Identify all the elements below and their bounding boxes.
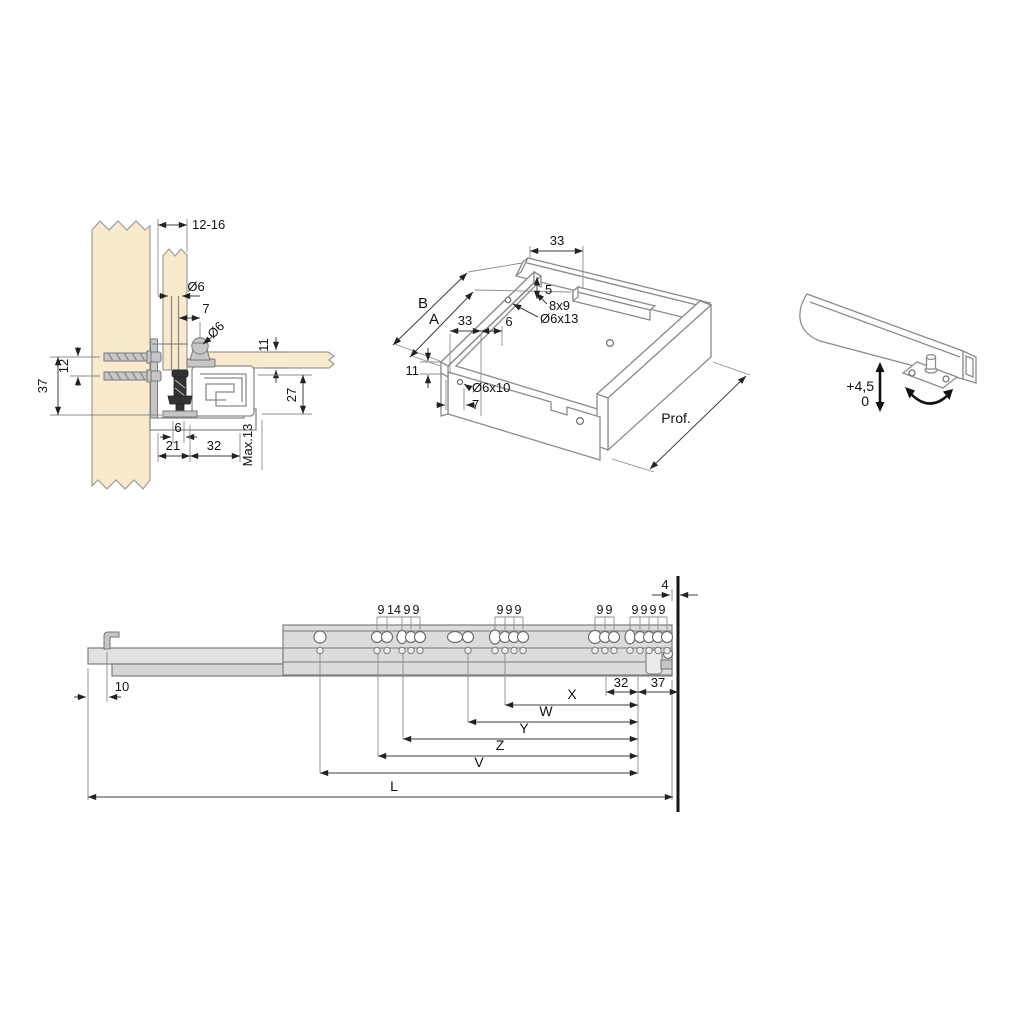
- mounting-screw: [103, 350, 162, 364]
- pitch-label: 9: [632, 603, 639, 617]
- dim-depth-inner: A: [429, 311, 439, 328]
- adjust-plate: [901, 353, 959, 389]
- dim-front-inset: 21: [166, 438, 180, 453]
- dim-depth: Prof.: [661, 410, 691, 426]
- pitch-label: 14: [387, 603, 401, 617]
- rail-bar: [799, 293, 964, 380]
- screw-hole: [605, 339, 614, 348]
- dim-mount-height: 37: [35, 379, 50, 393]
- bracket-base: [149, 408, 257, 431]
- dim-pitch-32: 32: [614, 675, 628, 690]
- adjust-max-label: +4,5: [846, 378, 874, 394]
- front-wall: [447, 371, 601, 461]
- dim-slot-size: 8x9: [549, 298, 570, 313]
- dim-max-depth: Max.13: [240, 424, 255, 467]
- back-wall-end: [515, 257, 529, 277]
- rail-bar-edge: [809, 301, 961, 358]
- dim-bottom-thickness: 11: [256, 338, 271, 352]
- dim-hole-front: Ø6x10: [472, 380, 510, 395]
- dim-hole-back: Ø6x13: [540, 311, 578, 326]
- dim-slot-height: 5: [545, 282, 552, 297]
- front-wall-end: [440, 371, 449, 417]
- dim-front-gap: 4: [661, 577, 668, 592]
- adjust-min-label: 0: [861, 393, 869, 409]
- dim-edge-offset: 7: [472, 397, 479, 412]
- back-bar: [571, 285, 657, 321]
- rail-elevation-diagram: 9 14 9 9 9 9 9 9 9: [74, 576, 698, 812]
- dim-z: Z: [496, 737, 505, 753]
- strip-hole: [456, 378, 464, 386]
- mounting-screw: [103, 369, 162, 383]
- rail-dimensions: 4 10 32 37 X W Y: [74, 577, 698, 801]
- height-adjustment-diagram: +4,5 0: [799, 293, 977, 412]
- rail-holes-secondary: [316, 646, 671, 655]
- screw-hole: [575, 417, 584, 426]
- hole-pitch-group-2: 9 9 9: [494, 603, 524, 630]
- hole-pitch-group-3: 9 9: [594, 603, 615, 630]
- dim-x: X: [567, 686, 577, 702]
- dim-depth-outer: B: [418, 295, 428, 312]
- drawer-isometric-diagram: B A 33 6 5 8x9 Ø6x13 11: [392, 233, 751, 473]
- dim-hole-dia-top: Ø6: [187, 279, 204, 294]
- pitch-label: 9: [506, 603, 513, 617]
- dim-screw-inset: 6: [174, 420, 181, 435]
- rail-end-inner: [965, 355, 974, 378]
- drawer-side-panel: [162, 248, 188, 371]
- dim-panel-range: 12-16: [192, 217, 225, 232]
- vertical-adjust-arrow: [875, 362, 885, 412]
- dim-w: W: [539, 703, 553, 719]
- cross-section-diagram: 12-16 Ø6 7 Ø6 11 27: [35, 217, 336, 490]
- dim-back-inset: 33: [550, 233, 564, 248]
- cross-section-dimensions: 12-16 Ø6 7 Ø6 11 27: [35, 217, 312, 470]
- rail-end-face: [962, 349, 977, 384]
- hole-pitch-group-1: 9 14 9 9: [376, 603, 421, 630]
- pitch-label: 9: [378, 603, 385, 617]
- pitch-label: 9: [515, 603, 522, 617]
- dim-rail-width: 32: [207, 438, 221, 453]
- dim-pin-offset: 7: [202, 301, 209, 316]
- drawer-dimensions: B A 33 6 5 8x9 Ø6x13 11: [392, 233, 751, 473]
- pitch-label: 9: [497, 603, 504, 617]
- rail-holes: [313, 629, 674, 645]
- hole-pitch-group-4: 9 9 9 9: [629, 603, 668, 630]
- dim-front-inset: 33: [458, 313, 472, 328]
- front-hook: [103, 631, 120, 650]
- dim-pin-dia: Ø6: [204, 318, 227, 341]
- dim-rail-height: 27: [284, 388, 299, 402]
- dim-l: L: [390, 778, 398, 794]
- dim-hook-offset: 10: [115, 679, 129, 694]
- pitch-label: 9: [606, 603, 613, 617]
- rail-profile-section: [191, 365, 255, 417]
- dim-pitch-37: 37: [651, 675, 665, 690]
- pitch-label: 9: [641, 603, 648, 617]
- pitch-label: 9: [659, 603, 666, 617]
- pitch-label: 9: [404, 603, 411, 617]
- vertical-screw: [162, 369, 198, 418]
- dim-hole-gap: 6: [505, 314, 512, 329]
- pitch-label: 9: [597, 603, 604, 617]
- tilt-adjust-arrow: [905, 387, 953, 405]
- dim-side-height: 11: [406, 363, 420, 378]
- strip-hole: [504, 296, 512, 304]
- pitch-label: 9: [413, 603, 420, 617]
- dim-v: V: [474, 754, 484, 770]
- pitch-label: 9: [650, 603, 657, 617]
- dim-y: Y: [519, 720, 529, 736]
